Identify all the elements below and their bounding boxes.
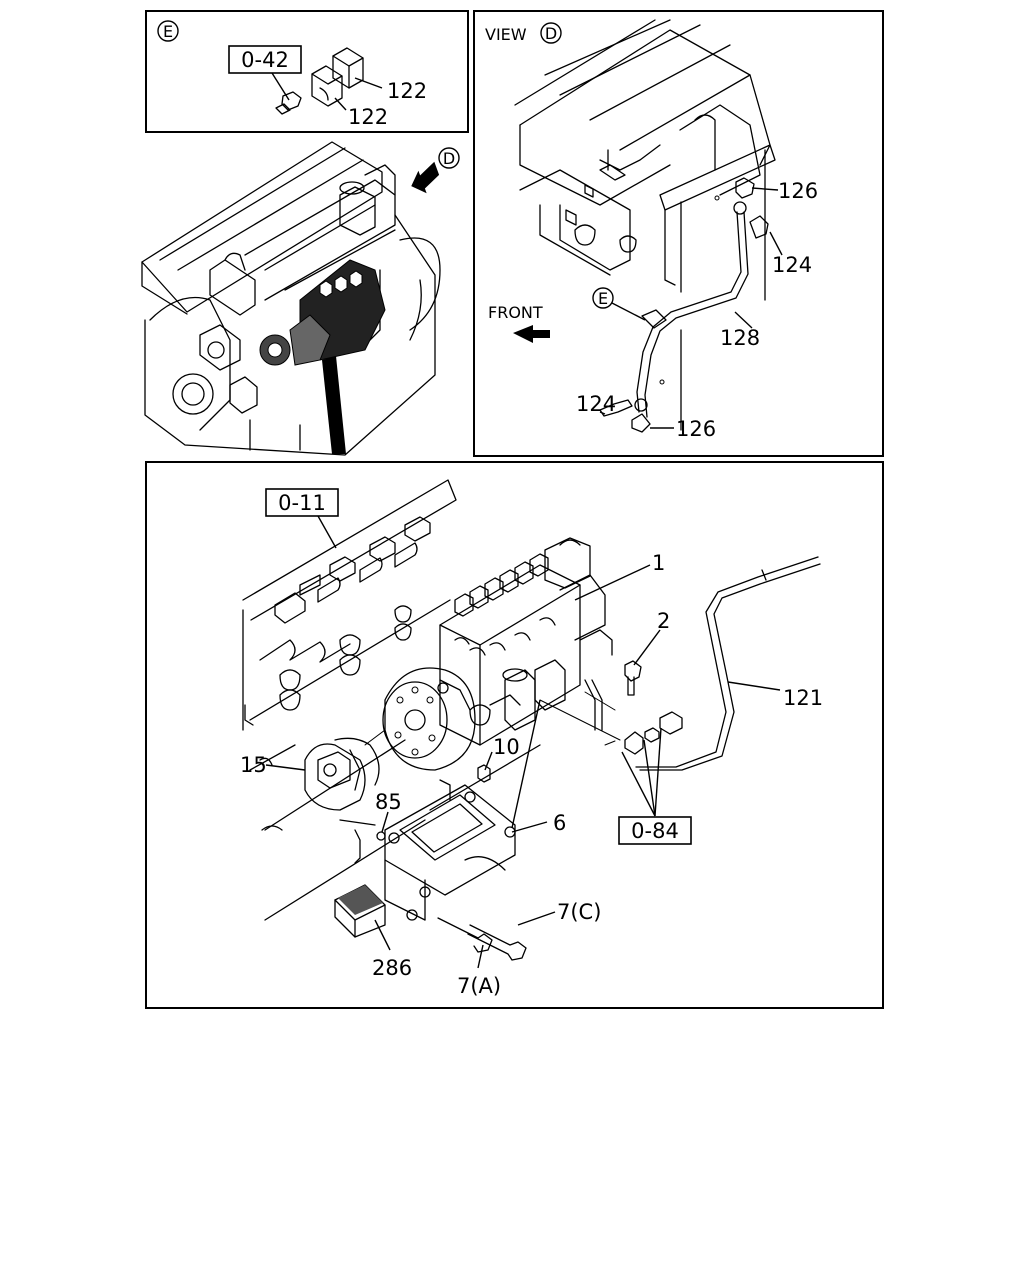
- view-d-circle: [540, 22, 562, 44]
- ref-box-0-42: [228, 45, 302, 74]
- leader-7a: [477, 944, 484, 969]
- panel-main-exploded: 0-11: [145, 461, 884, 1009]
- callout-122b: 122: [348, 105, 388, 129]
- leader-128: [734, 311, 753, 329]
- panel-detail-e: E 0-42 122 122: [145, 10, 469, 133]
- leader-6: [511, 821, 548, 833]
- callout-e-letter: E: [598, 289, 608, 308]
- detail-e-circle: [157, 20, 179, 42]
- ref-box-0-84: [618, 816, 692, 845]
- engine-block-wall: [242, 479, 541, 921]
- panel-view-d-frame: [473, 10, 884, 457]
- callout-126a: 126: [778, 179, 818, 203]
- bolts: [339, 660, 642, 961]
- leader-15: [265, 764, 306, 771]
- injection-pump-1: [439, 537, 613, 746]
- bracket-6: [384, 779, 516, 921]
- leader-0-11: [317, 515, 337, 549]
- leader-124a: [769, 231, 783, 256]
- panel-main-frame: [145, 461, 884, 1009]
- pump-pointer-wedge: [322, 356, 346, 454]
- callout-2: 2: [657, 609, 670, 633]
- leader-7c: [517, 911, 556, 926]
- leader-2: [633, 629, 661, 666]
- arrow-d-letter: D: [443, 149, 455, 168]
- leader-122a: [354, 77, 383, 89]
- callout-15: 15: [240, 753, 267, 777]
- arrow-d-circle: [438, 147, 460, 169]
- leader-122b: [334, 97, 347, 111]
- front-arrow-icon: [513, 325, 550, 343]
- callout-6: 6: [553, 811, 566, 835]
- leader-0-84-b: [643, 739, 656, 817]
- timer-hub: [382, 667, 476, 771]
- leader-0-84-a: [621, 751, 656, 817]
- callout-7a: 7(A): [457, 974, 501, 998]
- leader-124b: [599, 411, 606, 415]
- panel-view-d: VIEW D: [473, 10, 884, 457]
- leader-1: [574, 564, 651, 601]
- fuel-pipe-128: [599, 177, 769, 433]
- callout-10: 10: [493, 735, 520, 759]
- front-label: FRONT: [488, 303, 543, 322]
- engine-cover-outline: [514, 19, 776, 431]
- callout-122a: 122: [387, 79, 427, 103]
- leader-121: [727, 681, 781, 691]
- view-d-letter: D: [545, 24, 557, 43]
- leader-10: [484, 751, 493, 771]
- leader-e: [611, 302, 646, 321]
- ref-0-11-label: 0-11: [278, 491, 326, 515]
- detail-e-letter: E: [163, 22, 173, 41]
- callout-124b: 124: [576, 392, 616, 416]
- bolt-icon: [275, 91, 302, 115]
- callout-286: 286: [372, 956, 412, 980]
- leader-85: [381, 811, 389, 833]
- injection-pump-highlight: [259, 259, 386, 366]
- leader-0-84-c: [654, 727, 662, 817]
- leader-pump-bracket: [511, 699, 541, 829]
- callout-126b: 126: [676, 417, 716, 441]
- view-d-word: VIEW: [485, 25, 527, 44]
- callout-121: 121: [783, 686, 823, 710]
- clamp-cushion-icon: [311, 47, 364, 107]
- ref-box-0-11: [265, 488, 339, 517]
- ref-0-42-label: 0-42: [241, 48, 289, 72]
- callout-85: 85: [375, 790, 402, 814]
- callout-124a: 124: [772, 253, 812, 277]
- ref-0-84-label: 0-84: [631, 819, 679, 843]
- view-d-arrow-icon: [411, 161, 440, 194]
- callout-128: 128: [720, 326, 760, 350]
- callout-1: 1: [652, 551, 665, 575]
- engine-overview: D: [141, 141, 460, 456]
- callout-e-circle: [592, 287, 614, 309]
- fuel-pipe-121: [539, 556, 821, 771]
- leader-286: [374, 919, 391, 951]
- panel-detail-e-frame: [145, 10, 469, 133]
- spacer-286: [334, 884, 386, 938]
- leader-126a: [751, 187, 779, 191]
- coupling-15: [304, 729, 386, 811]
- leader-0-42: [271, 72, 290, 101]
- callout-7c: 7(C): [557, 900, 601, 924]
